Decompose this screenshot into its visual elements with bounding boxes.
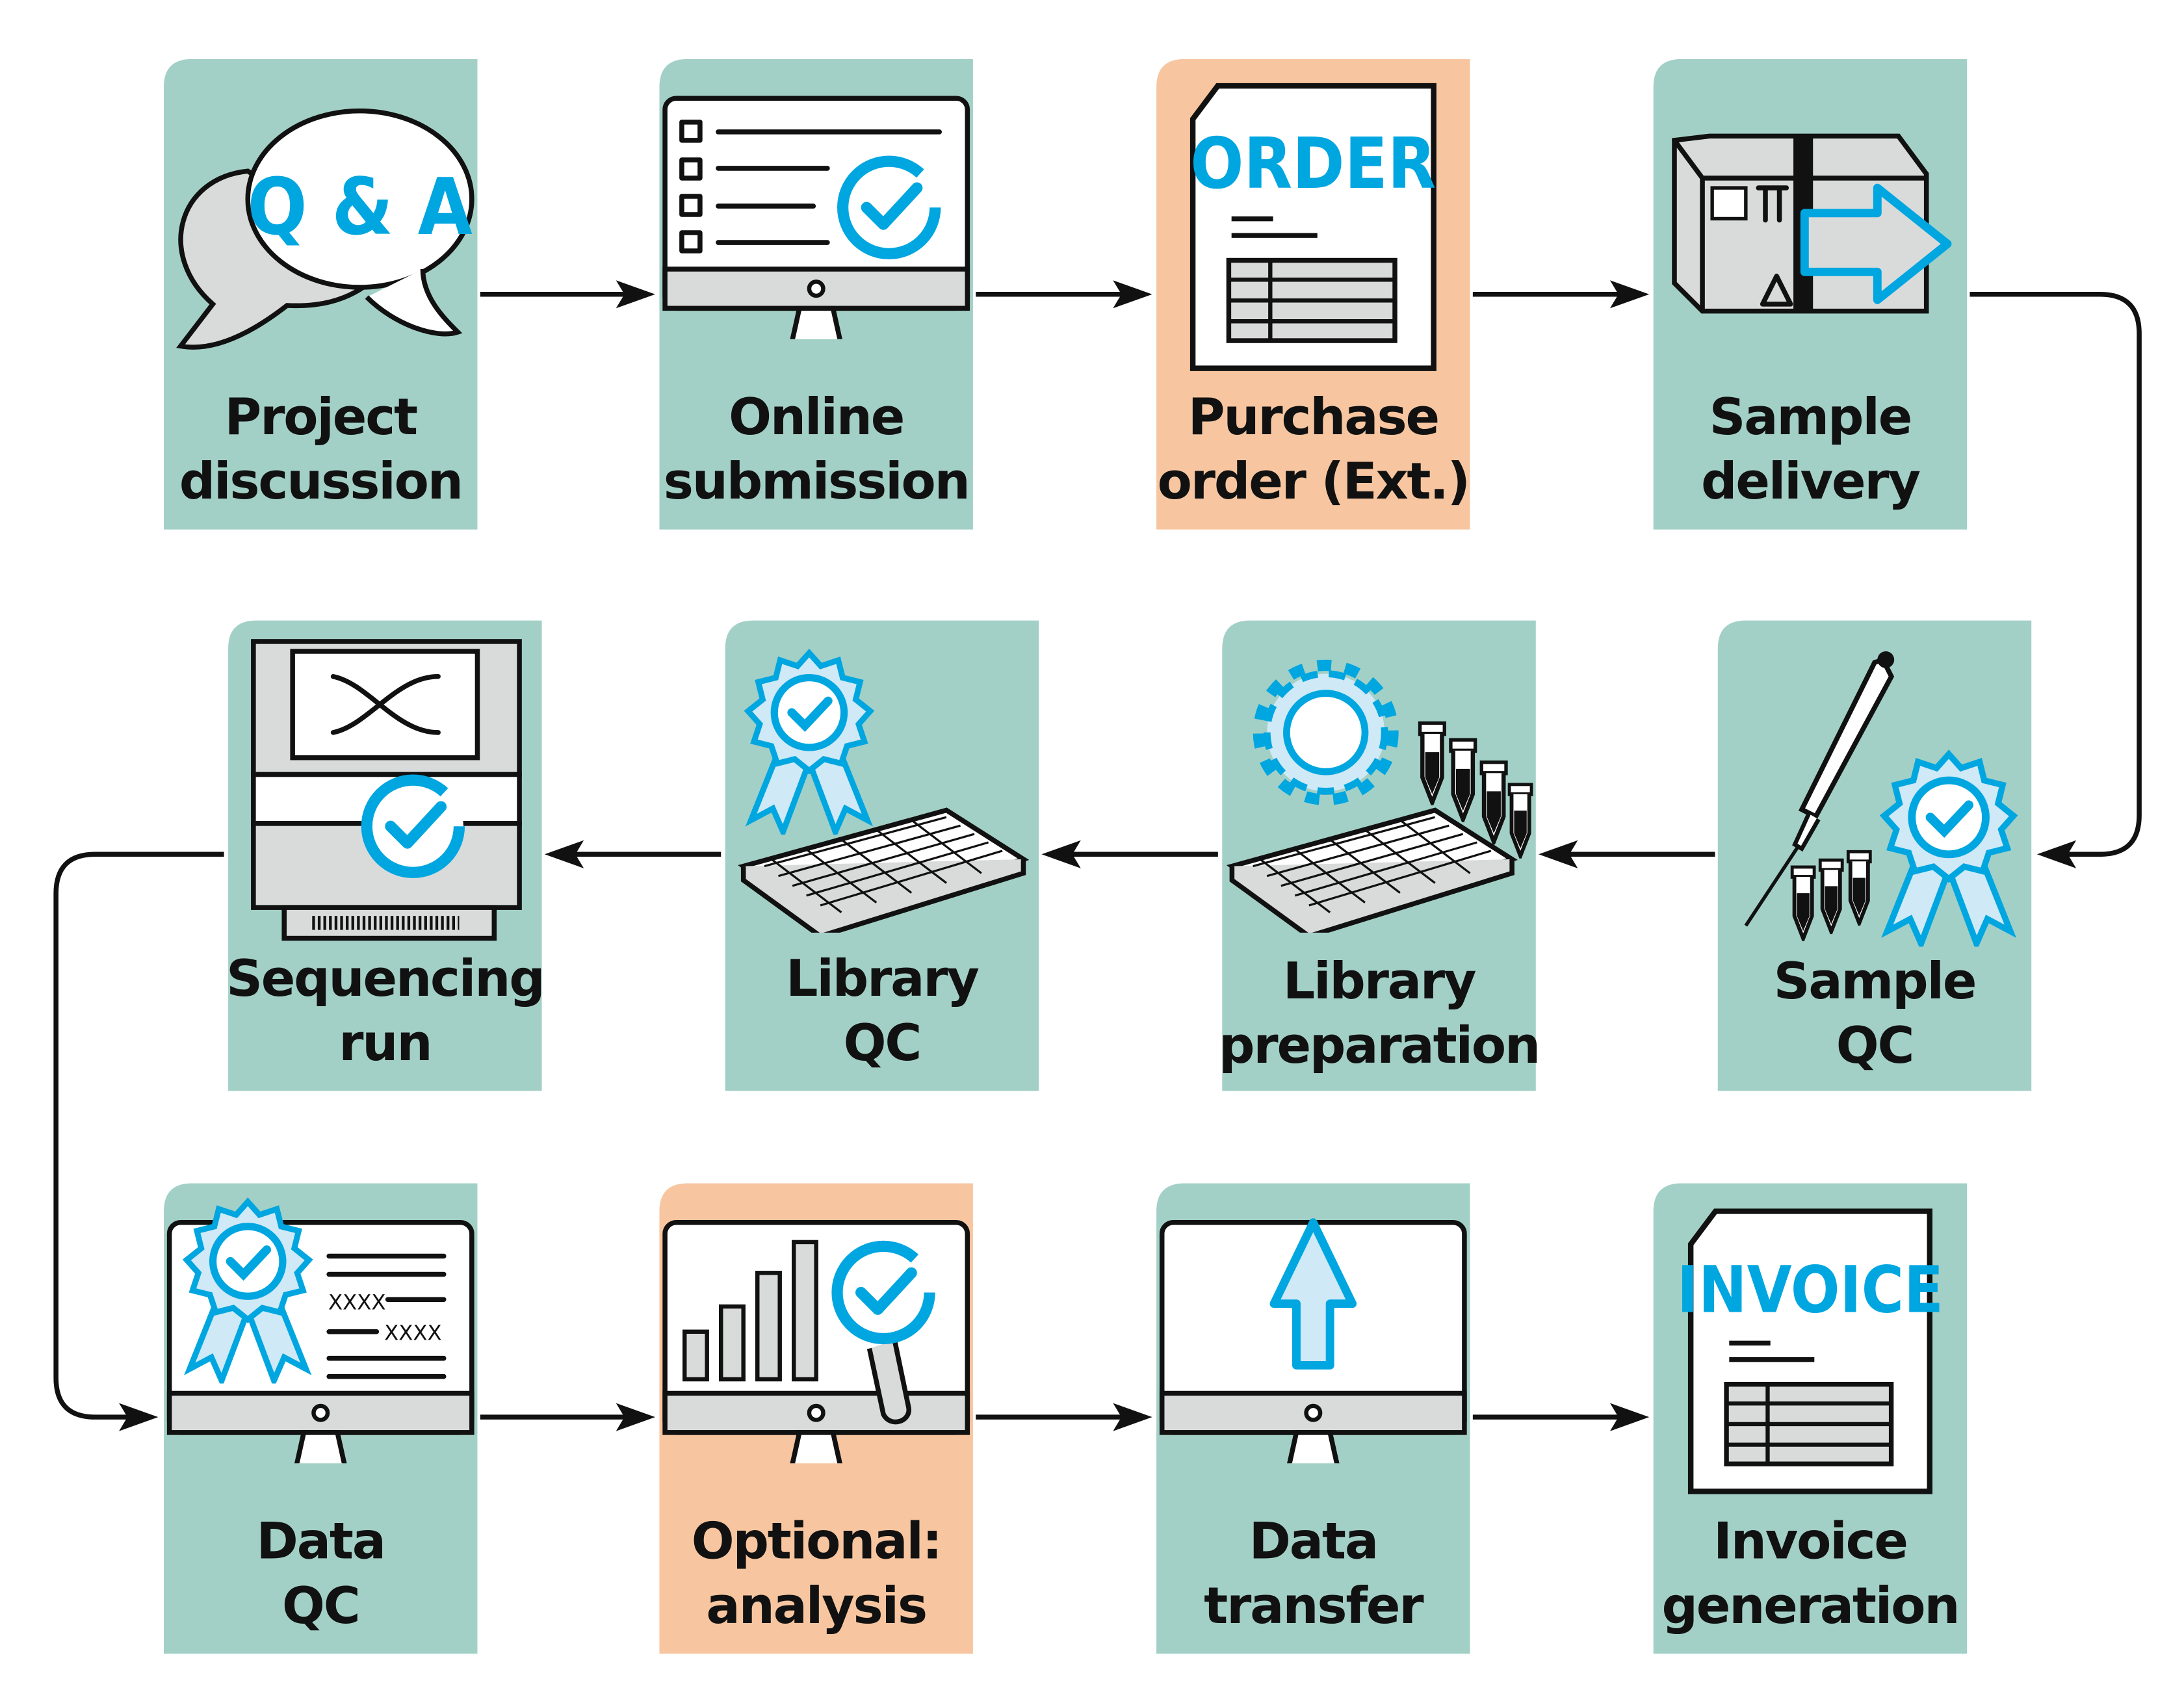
step-invoice-generation: INVOICE Invoice generation [1653, 1183, 1968, 1654]
svg-text:Data: Data [1249, 1513, 1377, 1571]
step-data-transfer: Data transfer [1156, 1183, 1470, 1654]
arrow-step3-to-step4 [1472, 280, 1650, 309]
arrow-step1-to-step2 [480, 280, 655, 309]
svg-text:Optional:: Optional: [692, 1513, 941, 1571]
svg-text:transfer: transfer [1204, 1577, 1424, 1635]
sequencer-check-icon [251, 639, 522, 941]
svg-text:Sequencing: Sequencing [226, 950, 543, 1008]
arrow-step9-to-step10 [480, 1403, 655, 1431]
svg-text:run: run [339, 1014, 431, 1072]
arrow-step4-to-step5 [1970, 291, 2142, 868]
step-sequencing-run: Sequencing run [226, 620, 545, 1091]
step-sample-qc: Sample QC [1717, 620, 2032, 1091]
svg-text:XXXX: XXXX [328, 1290, 386, 1314]
invoice-document-icon: INVOICE [1677, 1211, 1944, 1491]
step-online-submission: Online submission [659, 58, 973, 530]
svg-text:Q & A: Q & A [247, 162, 472, 253]
svg-text:QC: QC [282, 1577, 359, 1635]
monitor-chart-magnifier-icon [665, 1223, 967, 1483]
arrow-step7-to-step8 [544, 840, 722, 868]
svg-text:QC: QC [1836, 1017, 1913, 1075]
gear-plate-tubes-icon [1232, 659, 1531, 937]
monitor-form-check-icon [665, 98, 967, 359]
pipette-badge-icon [1744, 651, 2014, 944]
order-document-icon: ORDER [1190, 86, 1436, 369]
arrow-step11-to-step12 [1472, 1403, 1650, 1431]
svg-text:discussion: discussion [179, 452, 462, 511]
svg-text:analysis: analysis [706, 1577, 926, 1635]
monitor-upload-icon [1162, 1218, 1464, 1483]
svg-text:Data: Data [257, 1513, 385, 1571]
step-sample-delivery: Sample delivery [1653, 58, 1968, 530]
package-arrow-icon [1672, 133, 1952, 314]
step-project-discussion: Q & A Project discussion [164, 58, 478, 530]
svg-text:ORDER: ORDER [1190, 124, 1436, 205]
svg-text:preparation: preparation [1219, 1017, 1539, 1075]
svg-text:XXXX: XXXX [384, 1321, 442, 1346]
svg-text:generation: generation [1661, 1577, 1958, 1635]
arrow-step8-to-step9 [53, 852, 224, 1431]
step-purchase-order: ORDER Purchase order (Ext.) [1156, 58, 1470, 530]
svg-text:Online: Online [729, 388, 904, 447]
svg-text:Purchase: Purchase [1188, 388, 1438, 447]
step-library-qc: Library QC [725, 620, 1039, 1091]
svg-text:INVOICE: INVOICE [1677, 1253, 1944, 1328]
arrow-step6-to-step7 [1041, 840, 1218, 868]
svg-text:QC: QC [844, 1014, 920, 1072]
svg-text:Invoice: Invoice [1713, 1513, 1907, 1571]
step-optional-analysis: Optional: analysis [659, 1183, 973, 1654]
arrow-step10-to-step11 [976, 1403, 1152, 1431]
svg-text:Project: Project [225, 388, 417, 447]
arrow-step2-to-step3 [976, 280, 1152, 309]
monitor-badge-report-icon: XXXX XXXX [170, 1202, 472, 1483]
flow-arrows [53, 280, 2142, 1431]
step-data-qc: XXXX XXXX Data QC [164, 1183, 478, 1654]
svg-text:submission: submission [664, 452, 969, 511]
arrow-step5-to-step6 [1539, 840, 1715, 868]
svg-text:delivery: delivery [1701, 452, 1920, 511]
svg-text:Library: Library [1283, 952, 1476, 1011]
svg-text:Sample: Sample [1774, 952, 1976, 1011]
step-library-preparation: Library preparation [1219, 620, 1540, 1091]
svg-text:Library: Library [786, 950, 979, 1008]
svg-text:Sample: Sample [1710, 388, 1912, 447]
svg-text:order (Ext.): order (Ext.) [1158, 452, 1469, 511]
qa-speech-bubbles-icon: Q & A [176, 108, 474, 350]
